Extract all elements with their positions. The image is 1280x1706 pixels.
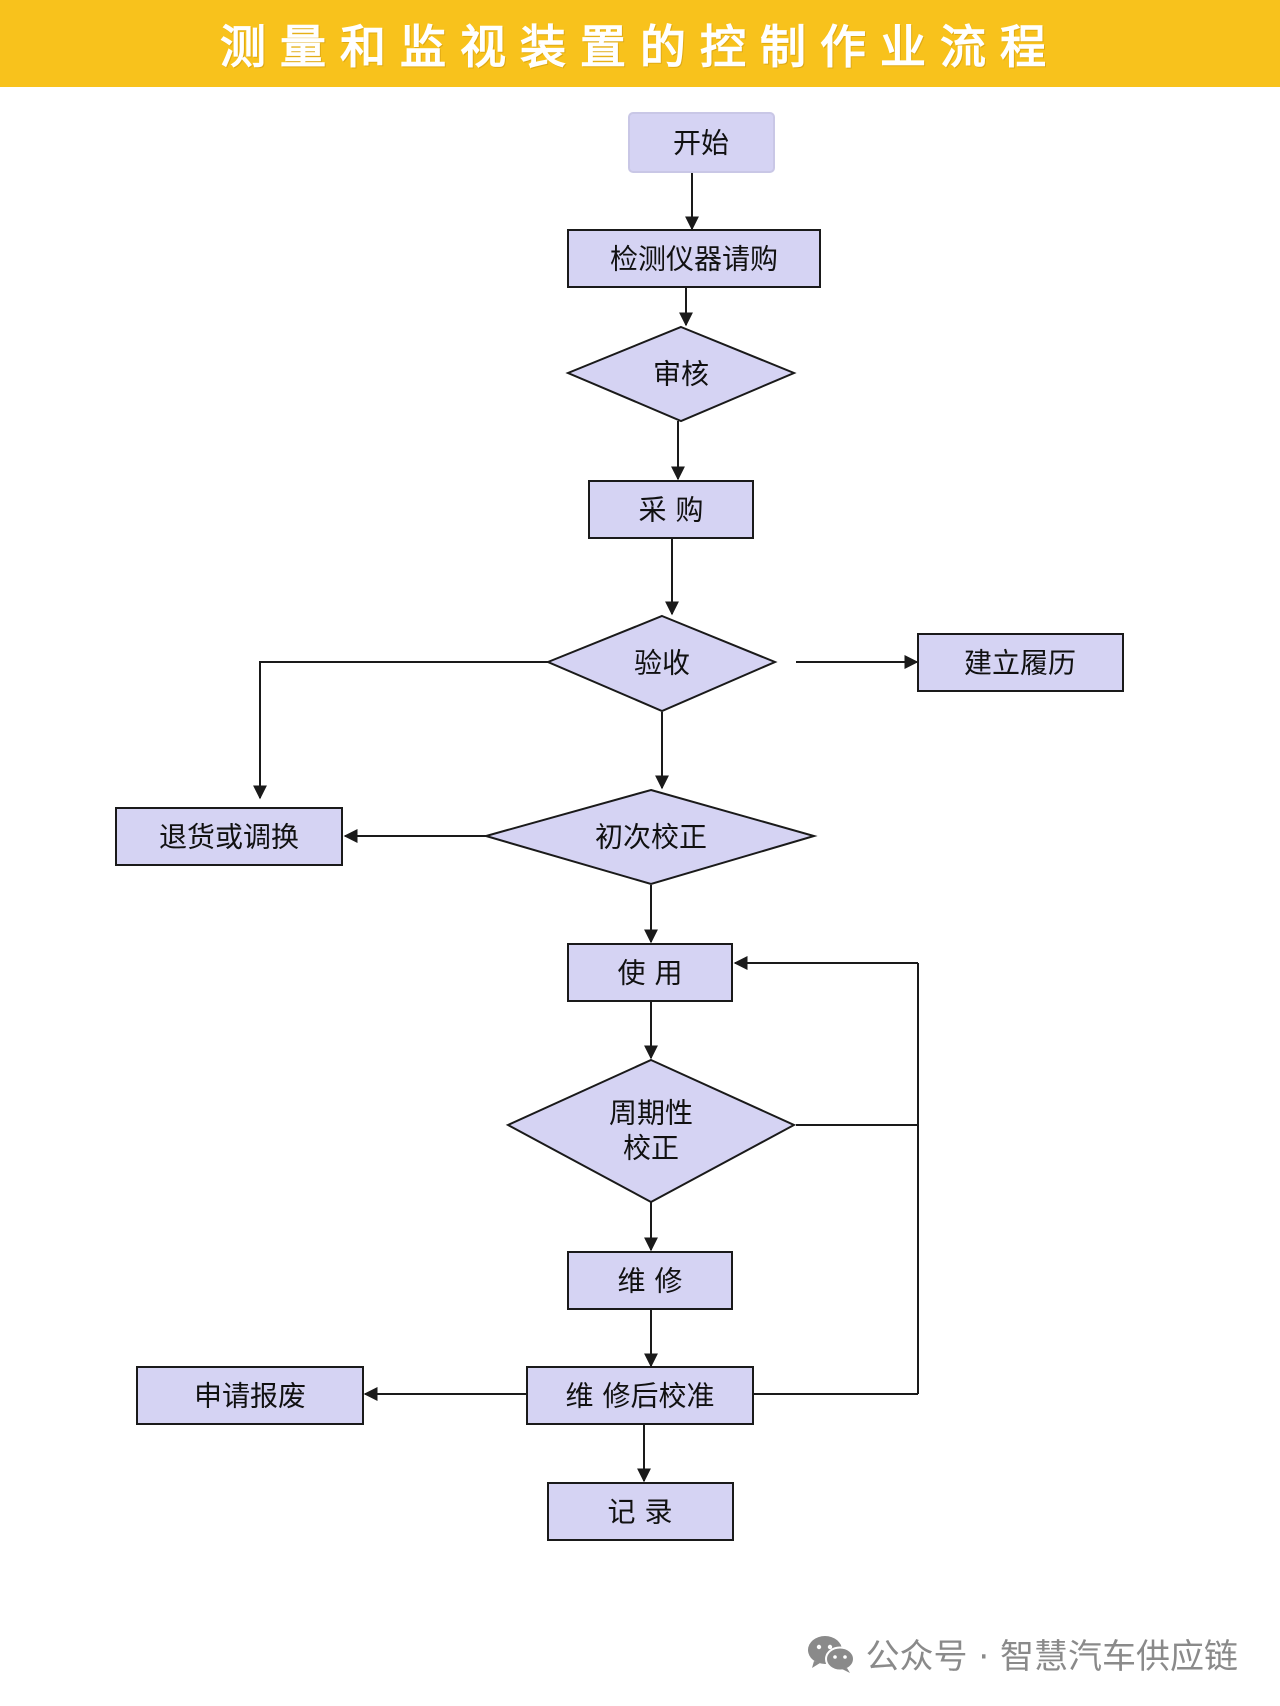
node-repair: 维 修 [567,1251,733,1310]
watermark-text: 公众号 · 智慧汽车供应链 [865,1637,1238,1677]
node-use-label: 使 用 [618,957,683,990]
arrow-acceptance-to-return [253,661,548,800]
node-request: 检测仪器请购 [567,229,821,288]
page-title: 测量和监视装置的控制作业流程 [220,19,1060,74]
node-repair-label: 维 修 [618,1265,683,1298]
node-periodic-calibration-label-1: 周期性 [609,1097,693,1130]
node-post-repair-calibration: 维 修后校准 [526,1366,754,1425]
connectors [253,173,919,1483]
node-periodic-calibration-label-2: 校正 [623,1132,679,1165]
node-initial-calibration-label: 初次校正 [595,821,707,854]
node-return-exchange-label: 退货或调换 [159,821,299,854]
watermark: 公众号 · 智慧汽车供应链 [806,1629,1238,1678]
node-periodic-calibration: 周期性 校正 [505,1058,797,1204]
node-review: 审核 [565,325,797,423]
node-acceptance: 验收 [545,614,778,713]
node-purchase: 采 购 [588,480,754,539]
node-purchase-label: 采 购 [639,494,704,527]
node-record-label: 记 录 [608,1496,673,1529]
node-record: 记 录 [547,1482,734,1541]
node-start-label: 开始 [673,127,729,160]
node-record-history: 建立履历 [917,633,1124,692]
node-record-history-label: 建立履历 [964,647,1076,680]
node-post-repair-calibration-label: 维 修后校准 [566,1380,715,1413]
node-start: 开始 [628,112,775,173]
node-scrap-request: 申请报废 [136,1366,364,1425]
wechat-icon [807,1635,855,1673]
node-return-exchange: 退货或调换 [115,807,343,866]
node-acceptance-label: 验收 [634,647,690,680]
node-review-label: 审核 [653,358,709,391]
node-initial-calibration: 初次校正 [482,788,818,886]
node-use: 使 用 [567,943,733,1002]
title-banner: 测量和监视装置的控制作业流程 [0,0,1280,87]
node-request-label: 检测仪器请购 [610,243,778,276]
node-scrap-request-label: 申请报废 [194,1380,306,1413]
